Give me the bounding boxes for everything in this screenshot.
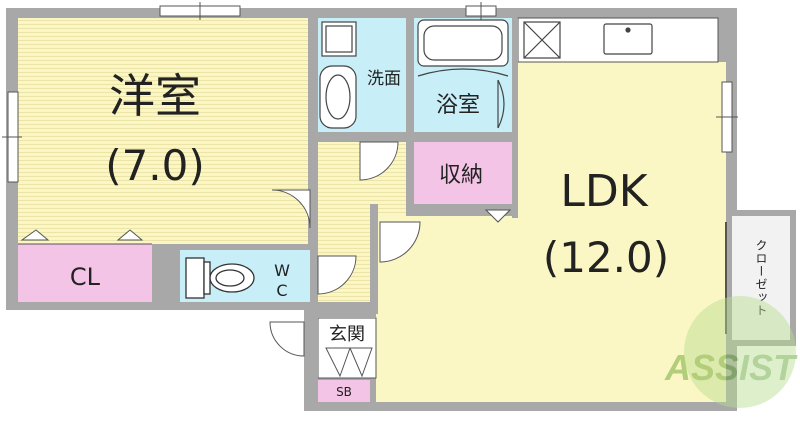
shoe-box bbox=[318, 380, 370, 402]
assist-watermark: ASSIST bbox=[664, 296, 798, 408]
washbasin-icon bbox=[319, 21, 357, 129]
western-room-floor bbox=[18, 18, 308, 244]
watermark-text: ASSIST bbox=[664, 347, 798, 388]
storage-floor bbox=[414, 142, 512, 204]
ldk-name: LDK bbox=[560, 166, 648, 217]
ldk-size: (12.0) bbox=[543, 233, 669, 282]
window-icon bbox=[2, 2, 738, 183]
western-room-size: (7.0) bbox=[105, 141, 205, 190]
wc-w-label: W bbox=[274, 261, 290, 280]
closet-cl-shelf bbox=[18, 229, 152, 245]
kitchen-sink-icon bbox=[603, 23, 653, 55]
wall-fill-below-cl bbox=[152, 244, 172, 302]
interior-walls bbox=[18, 18, 518, 402]
western-room-name: 洋室 bbox=[109, 69, 201, 123]
bathtub-icon bbox=[417, 19, 509, 129]
side-closet-label: クローゼット bbox=[754, 239, 768, 317]
ldk-floor bbox=[376, 216, 726, 402]
closet-cl-label: CL bbox=[70, 263, 101, 291]
closet-cl bbox=[18, 244, 152, 302]
door-swing-icon bbox=[269, 141, 512, 378]
storage-label: 収納 bbox=[439, 163, 483, 188]
side-closet-inner bbox=[732, 216, 790, 340]
ventilation-fan-icon bbox=[523, 21, 561, 59]
washroom-label: 洗面 bbox=[367, 69, 401, 89]
ldk-floor-upper bbox=[518, 62, 726, 218]
entrance-label: 玄関 bbox=[329, 324, 365, 345]
shoe-box-label: SB bbox=[336, 385, 352, 399]
bath-label: 浴室 bbox=[436, 93, 480, 118]
wc-c-label: C bbox=[276, 281, 287, 300]
toilet-icon bbox=[185, 257, 255, 299]
